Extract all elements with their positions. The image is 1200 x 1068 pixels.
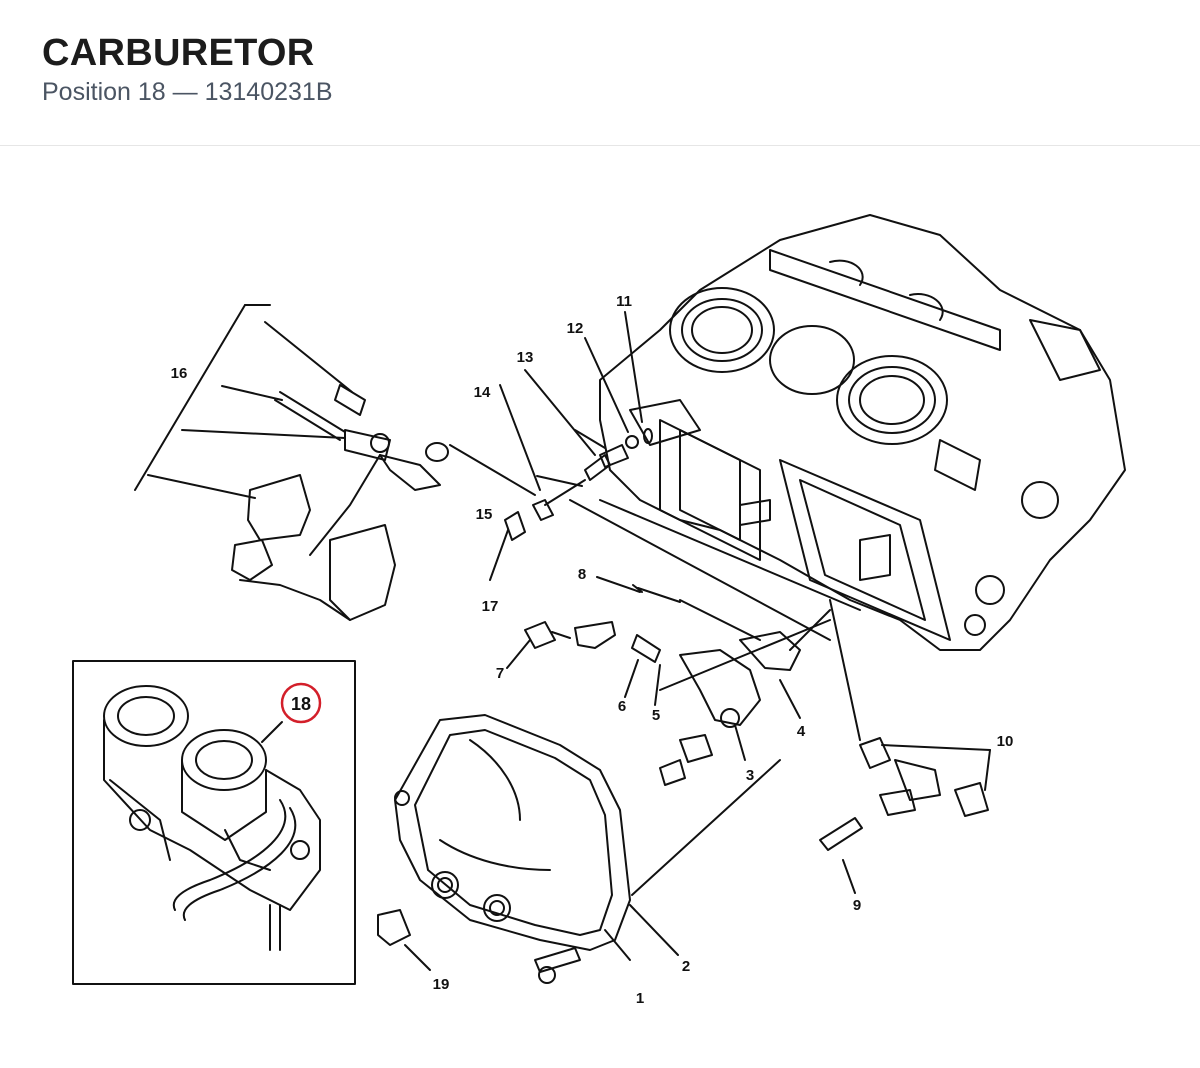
bowl-hardware-drawing — [377, 759, 781, 984]
throttle-parts-drawing — [506, 576, 831, 786]
callout-14: 14 — [474, 384, 491, 401]
callout-1: 1 — [636, 990, 644, 1007]
callout-11: 11 — [616, 293, 632, 310]
callout-13: 13 — [517, 349, 534, 366]
carburetor-body-drawing — [569, 214, 1126, 651]
callout-15: 15 — [476, 506, 493, 523]
callout-18-highlight-ring — [280, 682, 322, 724]
float-bowl-cover-drawing — [394, 714, 631, 951]
fuel-tee-drawing — [819, 599, 991, 894]
choke-assembly-drawing — [134, 304, 449, 621]
callout-4: 4 — [797, 723, 806, 740]
callout-12: 12 — [567, 320, 584, 337]
callout-8: 8 — [578, 566, 586, 583]
inset-frame — [72, 660, 356, 985]
callout-7: 7 — [496, 665, 504, 682]
callout-9: 9 — [853, 897, 861, 914]
callout-10: 10 — [997, 733, 1014, 750]
callout-19: 19 — [433, 976, 450, 993]
callout-17: 17 — [482, 598, 499, 615]
callout-3: 3 — [746, 767, 754, 784]
callout-18: 18 — [291, 694, 311, 714]
page-subtitle: Position 18 — 13140231B — [42, 78, 333, 106]
callout-6: 6 — [618, 698, 626, 715]
assembled-carburetor-drawing — [103, 685, 321, 951]
callout-2: 2 — [682, 958, 690, 975]
callout-5: 5 — [652, 707, 660, 724]
header: CARBURETOR Position 18 — 13140231B — [0, 0, 1200, 146]
callout-labels: 1 2 3 4 5 6 7 8 9 10 11 12 13 14 15 16 1… — [171, 293, 1014, 1007]
jet-parts-drawing — [449, 311, 653, 581]
page-title: CARBURETOR — [42, 32, 315, 74]
callout-16: 16 — [171, 365, 188, 382]
